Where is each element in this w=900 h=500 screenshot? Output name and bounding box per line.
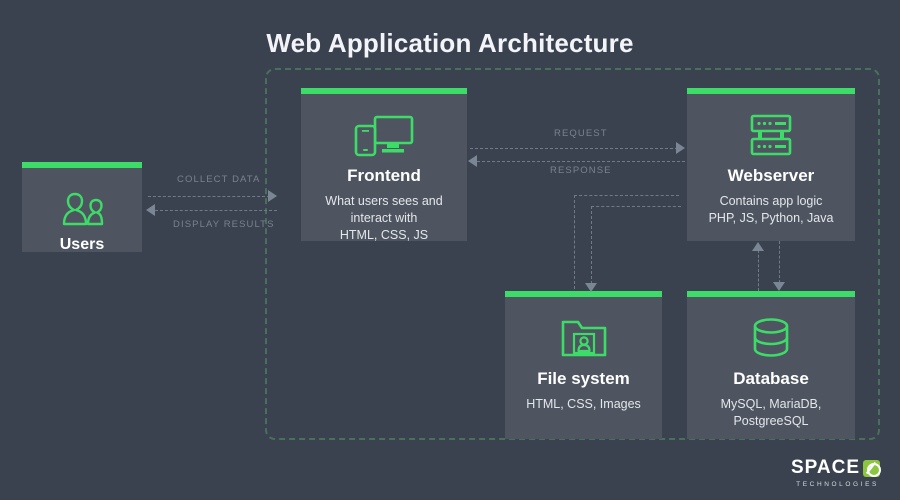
users-icon: [22, 186, 142, 232]
card-webserver-desc-line-2: PHP, JS, Python, Java: [708, 211, 834, 225]
connector-arrow-display-results: [146, 204, 155, 216]
connector-arrow-database-up: [752, 242, 764, 251]
connector-line-response: [477, 161, 685, 162]
server-icon: [687, 112, 855, 158]
connector-arrow-filesystem: [585, 283, 597, 292]
logo-subtitle: TECHNOLOGIES: [796, 481, 879, 488]
page-title: Web Application Architecture: [266, 28, 634, 58]
connector-line-request: [470, 148, 678, 149]
connector-line-collect-data: [148, 196, 270, 197]
connector-line-filesystem-return-v: [591, 206, 592, 284]
card-webserver-title: Webserver: [727, 166, 815, 185]
card-frontend-desc-line-2: interact with: [350, 211, 418, 225]
connector-line-filesystem-return-h: [591, 206, 681, 207]
folder-user-icon: [505, 315, 662, 361]
connector-label-response: RESPONSE: [550, 165, 612, 176]
connector-line-webserver-filesystem-h: [574, 195, 679, 196]
card-frontend-desc-line-1: What users sees and: [325, 194, 443, 208]
card-webserver[interactable]: Webserver Contains app logic PHP, JS, Py…: [687, 88, 855, 241]
card-database[interactable]: Database MySQL, MariaDB, PostgreeSQL: [687, 291, 855, 439]
card-database-desc: MySQL, MariaDB, PostgreeSQL: [687, 396, 855, 430]
connector-line-database-down: [779, 241, 780, 283]
connector-line-database-up: [758, 250, 759, 291]
card-database-title: Database: [733, 369, 809, 388]
connector-line-webserver-filesystem-v: [574, 195, 575, 289]
logo-wordmark-row: SPACE: [790, 457, 881, 479]
connector-arrow-database-down: [773, 282, 785, 291]
card-filesystem-title: File system: [537, 369, 630, 388]
card-webserver-desc: Contains app logic PHP, JS, Python, Java: [687, 193, 855, 227]
brand-logo: SPACE TECHNOLOGIES: [790, 457, 881, 488]
card-frontend-title: Frontend: [347, 166, 421, 185]
card-database-desc-line-1: MySQL, MariaDB,: [720, 397, 822, 411]
card-filesystem-desc: HTML, CSS, Images: [505, 396, 662, 413]
connector-arrow-request: [676, 142, 685, 154]
devices-icon: [301, 112, 467, 158]
card-filesystem-desc-line-1: HTML, CSS, Images: [526, 397, 641, 411]
connector-line-display-results: [155, 210, 277, 211]
card-webserver-desc-line-1: Contains app logic: [719, 194, 823, 208]
card-filesystem[interactable]: File system HTML, CSS, Images: [505, 291, 662, 439]
card-frontend-desc-line-3: HTML, CSS, JS: [339, 228, 429, 242]
card-users[interactable]: Users: [22, 162, 142, 253]
architecture-boundary: [265, 68, 880, 440]
logo-word: SPACE: [790, 457, 860, 478]
connector-arrow-collect-data: [268, 190, 277, 202]
card-database-desc-line-2: PostgreeSQL: [733, 414, 809, 428]
card-frontend-desc: What users sees and interact with HTML, …: [301, 193, 467, 244]
card-frontend[interactable]: Frontend What users sees and interact wi…: [301, 88, 467, 244]
connector-arrow-response: [468, 155, 477, 167]
connector-label-display-results: DISPLAY RESULTS: [173, 219, 275, 230]
connector-label-request: REQUEST: [554, 128, 608, 139]
connector-label-collect-data: COLLECT DATA: [177, 174, 261, 185]
slashed-o-mark-icon: [863, 459, 881, 477]
database-icon: [687, 315, 855, 361]
card-users-title: Users: [59, 236, 105, 253]
